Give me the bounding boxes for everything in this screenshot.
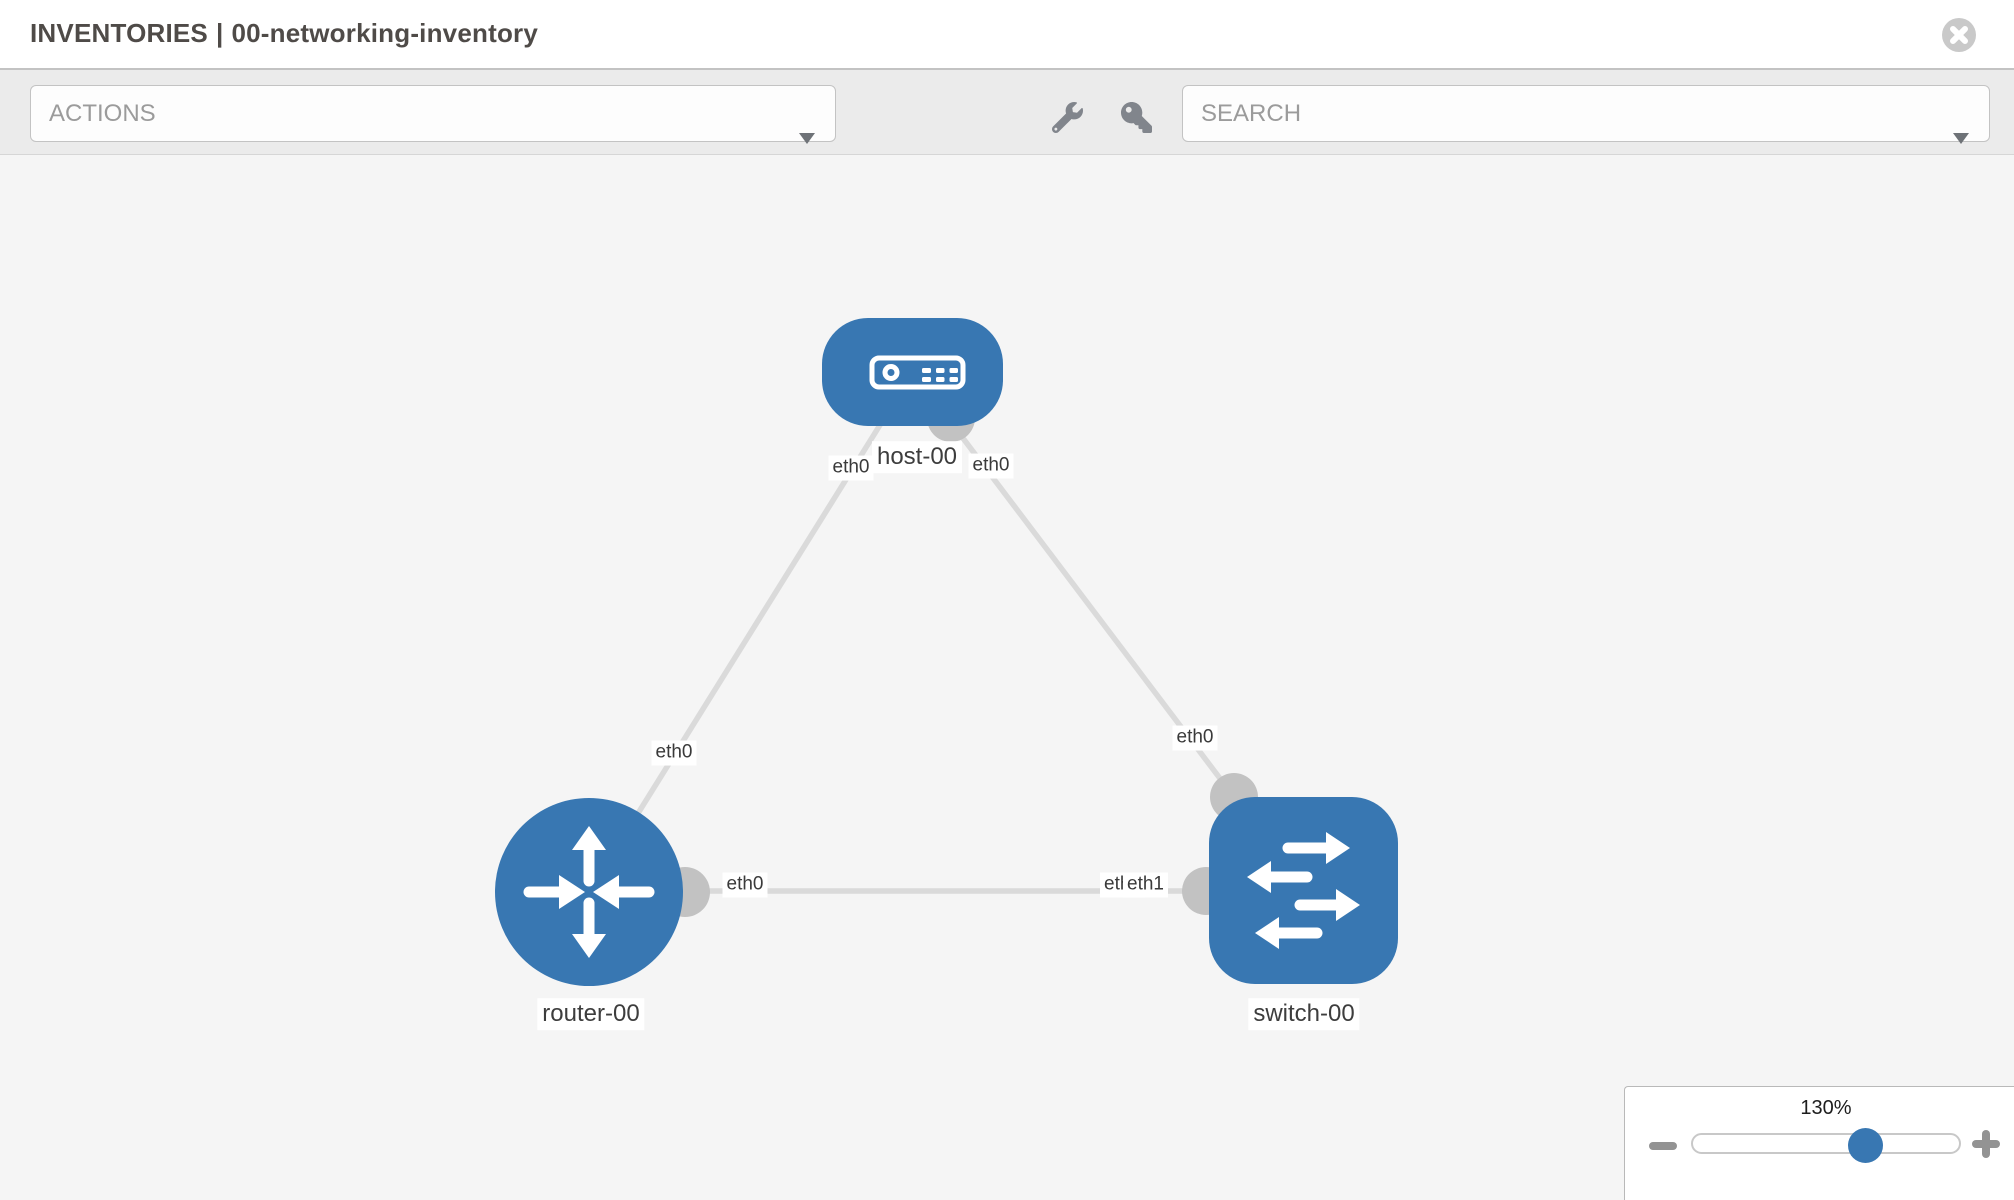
minus-icon [1649,1139,1677,1154]
node-router-00[interactable] [495,798,683,986]
interface-label-switch-top: eth0 [1172,725,1218,751]
topology-links-layer [586,370,1258,917]
chevron-down-icon [799,109,815,164]
host-icon [822,318,1003,426]
actions-dropdown-label: ACTIONS [49,100,156,127]
router-icon [495,798,683,986]
zoom-level-value: 130% [1800,1097,1852,1119]
plus-icon [1972,1130,2000,1161]
close-icon [1942,18,1976,55]
title-section: INVENTORIES [30,18,208,48]
interface-label-host-left: eth0 [828,455,874,481]
node-switch-00[interactable] [1209,797,1398,984]
actions-dropdown[interactable]: ACTIONS [30,85,836,144]
node-label-switch: switch-00 [1248,998,1360,1030]
node-host-00[interactable] [822,318,1003,426]
zoom-slider-handle[interactable] [1848,1128,1883,1163]
close-button[interactable] [1942,18,1976,52]
panel-header: INVENTORIES|00-networking-inventory [0,0,2014,68]
toolbar: ACTIONS SEARCH [0,68,2014,155]
switch-icon [1209,797,1398,984]
interface-label-router-right: eth0 [722,872,768,898]
title-separator: | [215,18,224,48]
page-title: INVENTORIES|00-networking-inventory [30,0,538,66]
chevron-down-icon [1953,109,1969,164]
title-inventory-name: 00-networking-inventory [231,18,539,48]
node-label-router: router-00 [537,998,645,1030]
topology-canvas[interactable]: host-00 router-00 switch-00 eth0 eth0 et… [0,155,2014,1200]
key-icon[interactable] [1121,102,1152,133]
zoom-slider[interactable] [1691,1128,1961,1163]
search-dropdown[interactable]: SEARCH [1182,85,1990,144]
interface-label-router-top: eth0 [651,740,697,766]
zoom-in-button[interactable] [1972,1130,2000,1158]
search-placeholder: SEARCH [1201,100,1302,127]
interface-label-switch-left-front: eth1 [1123,872,1168,898]
zoom-panel: 130% [1624,1086,2014,1200]
interface-label-host-right: eth0 [968,453,1014,479]
node-label-host: host-00 [871,441,963,473]
zoom-out-button[interactable] [1649,1139,1677,1150]
wrench-icon[interactable] [1051,102,1083,134]
